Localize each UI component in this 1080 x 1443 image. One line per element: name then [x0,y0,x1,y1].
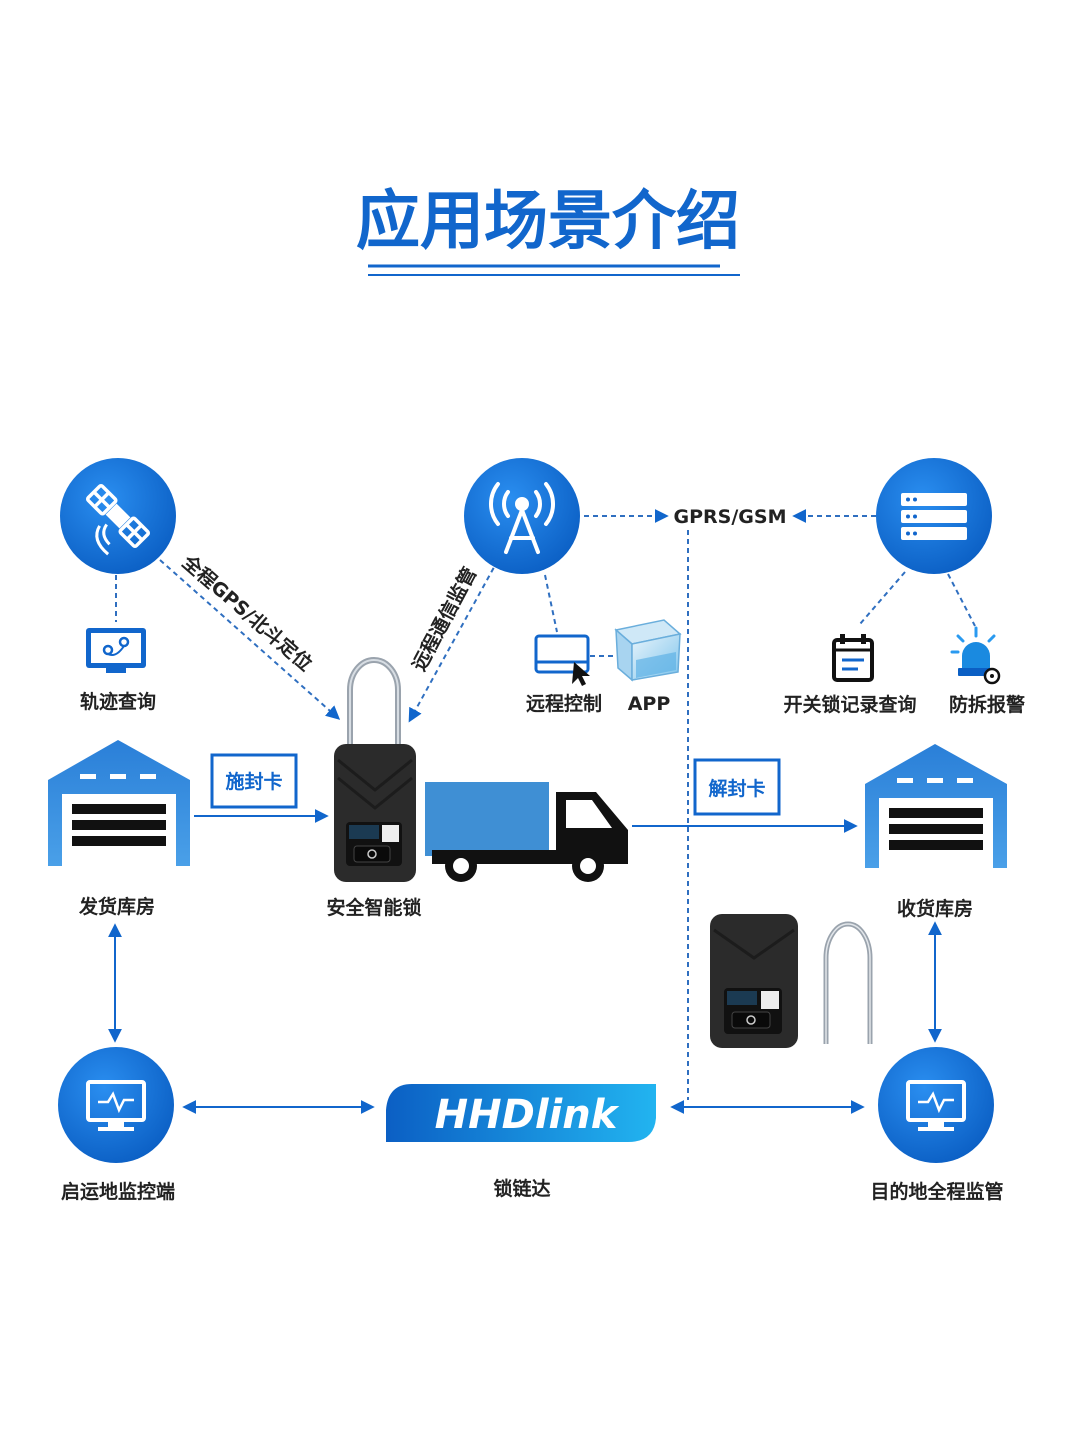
app-box-icon [614,619,682,682]
track-query-label: 轨迹查询 [80,690,156,713]
tower-remote-connector [544,574,558,633]
remote-comm-connector [408,559,499,723]
server-alarm-connector [947,573,976,627]
origin-monitor-node: 启运地监控端 [58,1047,175,1203]
unseal-card-tag: 解封卡 [693,758,781,816]
ship-warehouse-label: 发货库房 [78,895,155,918]
warehouse-icon [48,740,190,866]
receive-warehouse-label: 收货库房 [897,897,973,920]
lock-record-node: 开关锁记录查询 [783,634,917,716]
route-monitor-icon [86,628,146,673]
network-label: GPRS/GSM [674,506,787,528]
smart-lock-label: 安全智能锁 [326,896,421,919]
solid-connectors [108,809,942,1114]
track-query-node: 轨迹查询 [80,628,156,713]
connectors [115,509,976,1100]
gps-connector [159,559,341,720]
platform-node: HHDlink 锁链达 [386,1084,656,1200]
tower-node [464,458,580,574]
signal-tower-icon [488,482,556,554]
monitor-icon [86,1080,146,1131]
receive-warehouse-node: 收货库房 [865,744,1007,920]
app-node: APP [614,619,682,715]
platform-label: 锁链达 [493,1177,550,1200]
gps-edge-label-group: 全程GPS/北斗定位 [177,550,317,676]
app-label: APP [628,693,671,715]
satellite-node [60,458,176,574]
remote-control-label: 远程控制 [526,692,602,715]
platform-banner [386,1084,656,1142]
seal-card-tag: 施封卡 [210,753,298,809]
warehouse-icon [865,744,1007,868]
seal-card-label: 施封卡 [225,770,282,793]
server-node [876,458,992,574]
ship-warehouse-node: 发货库房 [48,740,190,918]
truck [425,782,628,882]
dest-monitor-node: 目的地全程监管 [870,1047,1004,1203]
open-lock-product [710,914,873,1048]
alarm-light-icon [950,626,1001,685]
unseal-card-label: 解封卡 [708,777,765,800]
page-title: 应用场景介绍 [356,185,740,259]
smart-lock-icon [334,657,416,882]
server-icon [901,493,967,540]
remote-screen-icon [534,634,590,686]
remote-control-node: 远程控制 [526,634,602,715]
origin-monitor-label: 启运地监控端 [61,1180,175,1203]
satellite-icon [85,483,151,556]
clipboard-icon [832,634,874,682]
tamper-alarm-node: 防拆报警 [949,626,1025,716]
platform-logo: HHDlink [435,1092,620,1138]
tamper-alarm-label: 防拆报警 [949,693,1025,716]
server-record-connector [859,571,906,625]
smart-lock-node: 安全智能锁 [326,657,422,919]
monitor-icon [906,1080,966,1131]
gps-edge-label: 全程GPS/北斗定位 [177,550,317,676]
lock-record-label: 开关锁记录查询 [783,693,916,716]
dest-monitor-label: 目的地全程监管 [870,1180,1003,1203]
